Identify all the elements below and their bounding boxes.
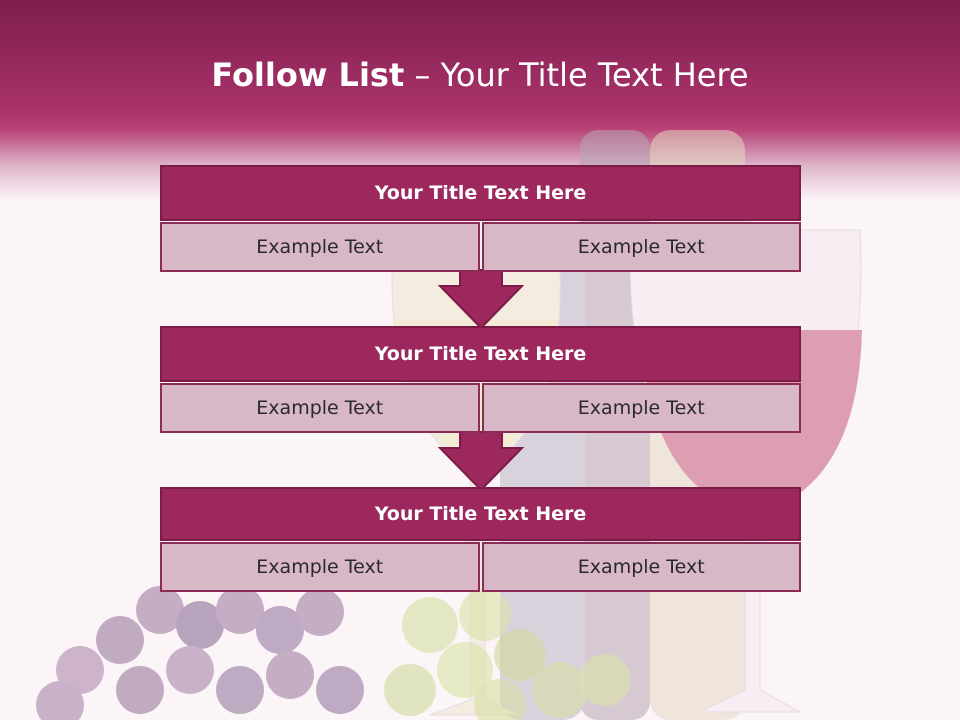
- slide-title: Follow List – Your Title Text Here: [0, 56, 960, 94]
- step-title: Your Title Text Here: [160, 326, 801, 382]
- step-row: Example Text Example Text: [160, 542, 801, 592]
- step-right-text: Example Text: [481, 542, 801, 592]
- step-block-3: Your Title Text Here Example Text Exampl…: [160, 487, 801, 592]
- down-arrow-icon: [438, 431, 524, 492]
- step-right-text: Example Text: [481, 222, 801, 272]
- step-title: Your Title Text Here: [160, 487, 801, 541]
- step-left-text: Example Text: [160, 222, 480, 272]
- step-row: Example Text Example Text: [160, 222, 801, 272]
- step-left-text: Example Text: [160, 542, 480, 592]
- step-title: Your Title Text Here: [160, 165, 801, 221]
- step-right-text: Example Text: [481, 383, 801, 433]
- down-arrow-icon: [438, 269, 524, 330]
- step-row: Example Text Example Text: [160, 383, 801, 433]
- step-left-text: Example Text: [160, 383, 480, 433]
- slide-title-rest: – Your Title Text Here: [414, 56, 749, 94]
- step-block-1: Your Title Text Here Example Text Exampl…: [160, 165, 801, 272]
- step-block-2: Your Title Text Here Example Text Exampl…: [160, 326, 801, 433]
- slide-title-bold: Follow List: [211, 56, 405, 94]
